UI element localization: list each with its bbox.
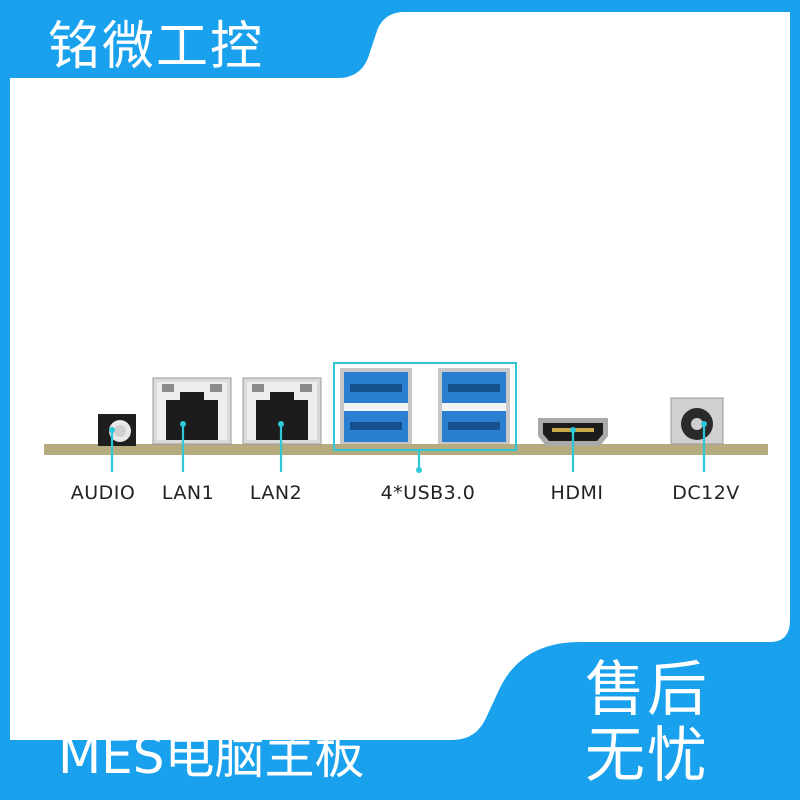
usb-stack-1 (340, 368, 412, 444)
port-label-lan1: LAN1 (161, 482, 215, 504)
brand-name: 铭微工控 (48, 17, 265, 77)
usb-highlight-box (333, 362, 517, 451)
port-label-audio: AUDIO (70, 482, 136, 504)
port-label-dc: DC12V (672, 482, 740, 504)
service-badge: 售后 无忧 (585, 657, 725, 789)
usb-stack-2 (438, 368, 510, 444)
badge-line-2: 无忧 (585, 721, 709, 791)
callout-lines (109, 421, 707, 473)
dc-port (670, 397, 724, 445)
product-title: MES电脑主板 (58, 727, 365, 785)
port-label-usb: 4*USB3.0 (380, 482, 476, 504)
port-label-hdmi: HDMI (550, 482, 604, 504)
audio-port (98, 414, 136, 446)
badge-line-1: 售后 (585, 655, 709, 725)
lan1-port (152, 377, 232, 445)
port-label-lan2: LAN2 (249, 482, 303, 504)
